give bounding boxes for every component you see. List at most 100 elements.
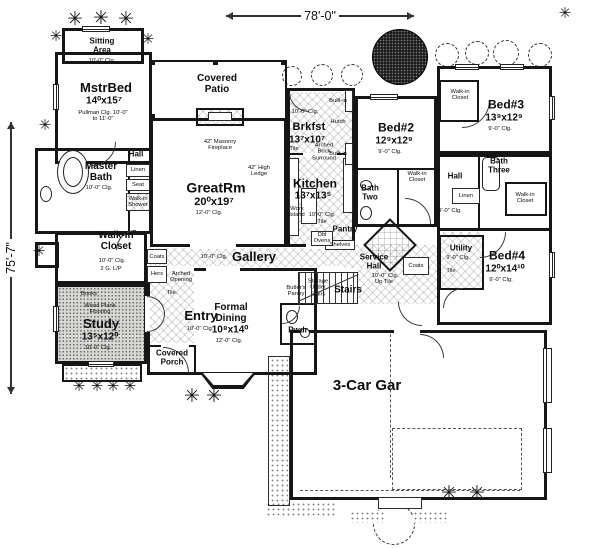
label-hers-closet: Hers [150, 270, 164, 277]
ceiling-note-great-room: 12'-0" Clg. [195, 209, 223, 216]
left-dimension-label: 75'-7" [4, 242, 18, 274]
partition-bath2-closet [397, 168, 399, 225]
label-butlers-pantry: Butler's Pantry [286, 284, 306, 297]
note-tile: Tile. [166, 289, 178, 296]
walkway-texture [350, 511, 384, 523]
ceiling-note-breakfast: 10'-0" Clg. [291, 108, 319, 115]
room-label-gallery: Gallery [231, 248, 277, 264]
palm-plant-icon [39, 117, 52, 135]
label-double-ovens: Dbl Ovens [313, 231, 331, 244]
dimension-arrow-down [6, 276, 16, 395]
note-tile-breakfast: Tile [289, 145, 299, 152]
room-dims-master-bedroom: 14⁰x15⁷ [86, 95, 122, 107]
double-ovens-box [311, 231, 333, 246]
note-storage-under-stairs: Storage Under Stairs [307, 278, 329, 298]
large-tree-icon [372, 29, 428, 85]
room-dims-study: 13⁵x12⁰ [81, 331, 119, 343]
room-label-service-hall: Service Hall [359, 252, 389, 270]
dimension-arrow-right [338, 11, 415, 21]
room-label-study: Study [82, 315, 120, 331]
patio-post [213, 60, 218, 65]
garage-door-gap [394, 328, 420, 334]
tree-icon [282, 66, 302, 86]
garage-bay-line [390, 334, 391, 478]
room-label-bed3: Bed#3 [487, 97, 525, 112]
window [53, 84, 59, 110]
note-arched-opening: Arched Opening [170, 270, 192, 283]
master-tub-inner [63, 157, 83, 187]
room-label-formal-dining: Formal Dining [214, 302, 248, 324]
window [549, 252, 555, 278]
label-walkin-closet-bed2: Walk-in Closet [407, 170, 427, 183]
walkin-shower-box [126, 193, 150, 211]
kitchen-counter [343, 158, 353, 213]
room-label-great-room: GreatRm [186, 179, 246, 196]
window [53, 306, 59, 332]
walkway-outline [268, 356, 290, 506]
entry-opening-gap [162, 266, 194, 271]
linen-cabinet [452, 188, 480, 204]
room-label-utility: Utility [449, 243, 473, 253]
garage-door-opening [543, 348, 552, 403]
label-walkin-closet-bed4: Walk-in Closet [515, 191, 535, 204]
ceiling-note-gallery: 10'-0" Clg. [200, 253, 228, 260]
fireplace-firebox [208, 112, 232, 121]
bath2-toilet [360, 206, 372, 220]
room-label-master-bath: Master Bath [84, 161, 118, 183]
palm-plant-icon [118, 10, 134, 30]
label-builtin: Built-in [329, 97, 347, 104]
wall-outline-bed4-closet [505, 182, 547, 216]
note-fireplace: 42" Masonry Fireplace [203, 138, 237, 151]
left-dimension: 75'-7" [3, 121, 19, 395]
room-dims-kitchen: 13⁷x13⁵ [294, 190, 332, 202]
room-label-stairs: Stairs [334, 284, 362, 296]
note-service-hall: Up Tile [374, 278, 394, 285]
tree-icon [373, 503, 415, 545]
window [82, 26, 110, 32]
front-door-gap [161, 343, 189, 348]
label-coats-closet: Coats [149, 253, 165, 260]
ceiling-note-entry: 10'-0" Clg. [186, 325, 214, 332]
room-label-bed2: Bed#2 [377, 120, 415, 135]
gallery-tile-floor [149, 248, 345, 267]
tree-icon [465, 41, 489, 65]
garage-door-opening [543, 428, 552, 473]
ceiling-note-formal-dining: 12'-0" Clg. [215, 337, 243, 344]
walkway-texture [270, 358, 288, 504]
service-opening-gap [320, 266, 340, 271]
kitchen-tile-floor [289, 157, 353, 245]
ceiling-note-walkin-closet: 10'-0" Clg. [98, 257, 126, 264]
label-walkin-shower: Walk-in Shower [128, 195, 148, 208]
opening-gap [306, 243, 332, 249]
ceiling-note-utility: 9'-0" Clg. [446, 254, 470, 261]
tree-icon [493, 40, 519, 66]
label-coats-service: Coats [408, 262, 424, 269]
palm-plant-icon [67, 10, 83, 30]
partition-bed4-top [437, 228, 552, 231]
window [549, 96, 555, 120]
room-label-covered-porch: Covered Porch [155, 348, 188, 366]
ceiling-note-kitchen: 10'-0" Clg. [308, 211, 336, 218]
rear-door-stoop [378, 497, 422, 509]
hers-closet-box [147, 266, 167, 283]
partition-bed2-bath [355, 168, 437, 170]
dining-opening-gap [206, 266, 240, 271]
porch-floor-texture [64, 366, 140, 380]
tree-icon [435, 43, 459, 67]
room-label-covered-patio: Covered Patio [196, 73, 237, 95]
ceiling-note-service-hall: 10'-0" Clg. [371, 272, 399, 279]
note-walkin-closet: 2 G. L/P [100, 265, 122, 272]
top-dimension: 78'-0" [226, 8, 415, 24]
ceiling-note-bed4: 9'-0" Clg. [489, 276, 513, 283]
label-linen: Linen [130, 166, 146, 173]
kitchen-counter [289, 158, 299, 236]
room-label-walkin-closet: Walk-In Closet [98, 230, 134, 252]
note-tile-kitchen: Tile [317, 218, 327, 225]
coats-closet-box [147, 249, 167, 264]
bay-window-inner [203, 373, 253, 385]
ceiling-note-bed2: 9'-0" Clg. [378, 148, 402, 155]
study-wood-floor-texture [58, 287, 144, 361]
garage-header-line [300, 490, 520, 491]
note-study-flooring: Wood Plank Flooring [84, 302, 116, 315]
